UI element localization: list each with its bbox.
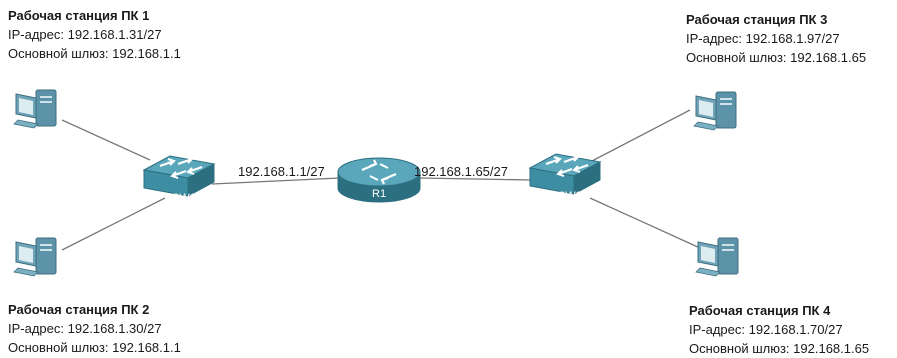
link-sw2-pc3 [589,109,691,163]
pc3-title: Рабочая станция ПК 3 [686,12,828,27]
pc4-ip: IP-адрес: 192.168.1.70/27 [689,322,843,337]
pc1-ip: IP-адрес: 192.168.1.31/27 [8,27,162,42]
r1-right-iface: 192.168.1.65/27 [414,164,508,179]
pc2-title: Рабочая станция ПК 2 [8,302,150,317]
sw1-label: SW1 [172,192,196,204]
r1-left-iface: 192.168.1.1/27 [238,164,325,179]
pc1-info: Рабочая станция ПК 1 IP-адрес: 192.168.1… [8,6,181,63]
sw2-icon [529,153,601,195]
link-sw2-pc4 [589,197,701,249]
pc4-gateway: Основной шлюз: 192.168.1.65 [689,341,870,356]
link-pc1-sw1 [61,119,151,161]
sw1-icon [143,155,215,197]
pc2-ip: IP-адрес: 192.168.1.30/27 [8,321,162,336]
pc1-icon [13,89,57,129]
links [61,109,701,251]
link-pc2-sw1 [61,197,166,251]
pc2-icon [13,237,57,277]
sw2-label: SW2 [558,190,582,202]
r1-icon [337,157,421,203]
link-sw1-r1 [211,177,341,185]
pc3-info: Рабочая станция ПК 3 IP-адрес: 192.168.1… [686,10,866,67]
pc2-gateway: Основной шлюз: 192.168.1.1 [8,340,181,355]
pc1-title: Рабочая станция ПК 1 [8,8,150,23]
pc4-info: Рабочая станция ПК 4 IP-адрес: 192.168.1… [689,301,869,358]
link-r1-sw2 [419,177,533,181]
pc2-info: Рабочая станция ПК 2 IP-адрес: 192.168.1… [8,300,181,357]
pc3-icon [693,91,737,131]
pc3-gateway: Основной шлюз: 192.168.1.65 [686,50,867,65]
pc4-icon [695,237,739,277]
pc3-ip: IP-адрес: 192.168.1.97/27 [686,31,840,46]
pc4-title: Рабочая станция ПК 4 [689,303,831,318]
pc1-gateway: Основной шлюз: 192.168.1.1 [8,46,181,61]
r1-label: R1 [372,188,386,200]
